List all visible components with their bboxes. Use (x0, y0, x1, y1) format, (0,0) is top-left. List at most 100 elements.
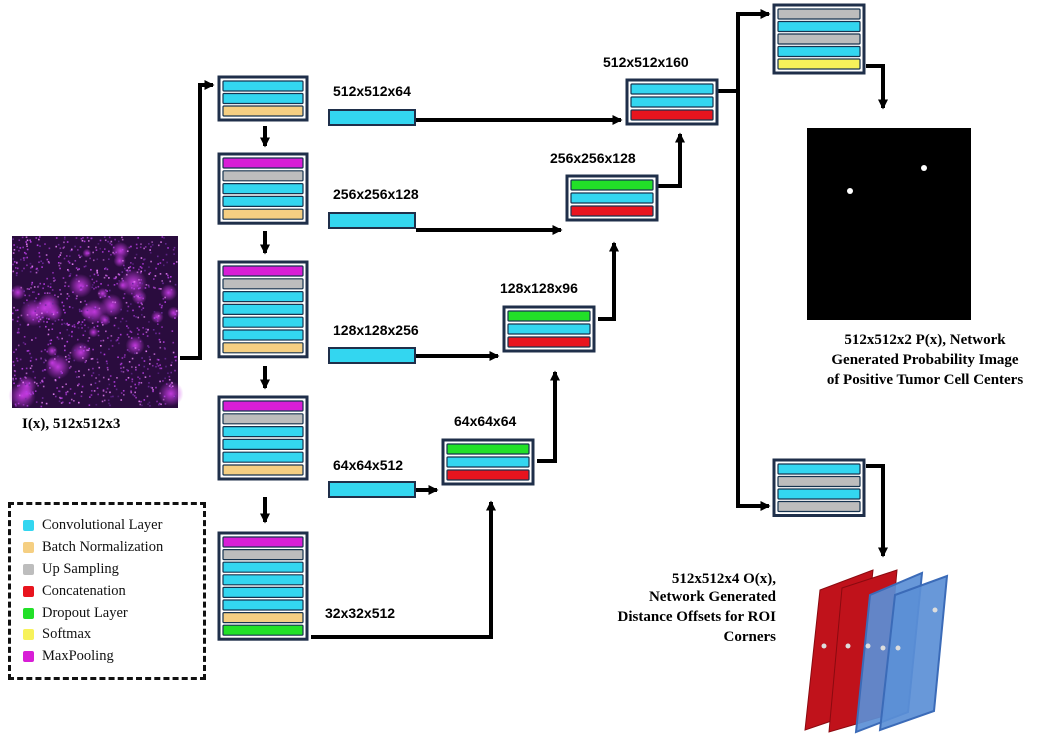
conv-layer (222, 183, 304, 195)
cell-center-dot (921, 165, 927, 171)
skip-label-4: 64x64x512 (333, 457, 403, 473)
concat-layer (630, 109, 714, 121)
batchnorm-layer (222, 611, 304, 624)
batchnorm-layer (222, 464, 304, 476)
input-caption: I(x), 512x512x3 (22, 416, 120, 432)
dropout-layer (446, 443, 530, 455)
legend-label: Convolutional Layer (42, 517, 163, 534)
conv-layer (630, 96, 714, 108)
conv-layer (222, 329, 304, 341)
upsampling-layer (777, 475, 861, 488)
maxpool-layer (222, 265, 304, 277)
conv-layer (222, 92, 304, 105)
legend-swatch (23, 607, 34, 619)
conv-layer (507, 323, 591, 335)
legend-swatch (23, 542, 34, 554)
legend: Convolutional Layer Batch Normalization … (8, 502, 206, 680)
block-frame (217, 531, 309, 641)
decoder-label-1: 64x64x64 (454, 413, 517, 429)
conv-layer (222, 195, 304, 207)
legend-swatch (23, 520, 34, 532)
conv-layer (777, 20, 861, 33)
skip-feature-bar (328, 109, 416, 126)
conv-layer (222, 80, 304, 92)
legend-item-maxpool: MaxPooling (23, 646, 203, 668)
skip-connection-bars (328, 109, 416, 498)
offset-caption-line-3: Distance Offsets for ROI (618, 609, 777, 625)
concat-layer (446, 469, 530, 481)
legend-label: Concatenation (42, 582, 126, 599)
upsampling-layer (777, 500, 861, 513)
conv-layer (446, 456, 530, 468)
dropout-layer (570, 179, 654, 191)
encoder-block-3 (217, 260, 309, 359)
conv-layer (222, 438, 304, 450)
skip-label-5: 32x32x512 (325, 605, 395, 621)
upsampling-layer (222, 548, 304, 561)
conv-layer (777, 488, 861, 500)
probability-output-image (807, 128, 971, 320)
prob-caption-line-1: 512x512x2 P(x), Network (844, 332, 1006, 348)
offset-head-block (772, 458, 866, 517)
decoder-block-2 (502, 305, 596, 353)
conv-layer (222, 586, 304, 599)
maxpool-layer (222, 536, 304, 548)
encoder-block-4 (217, 395, 309, 481)
cell-center-dot (847, 188, 853, 194)
offset-output-arrow (866, 464, 888, 558)
batchnorm-layer (222, 208, 304, 220)
conv-layer (222, 426, 304, 438)
legend-label: Dropout Layer (42, 604, 128, 621)
prob-caption-line-2: Generated Probability Image (831, 352, 1019, 368)
conv-layer (777, 463, 861, 475)
encoder-block-5 (217, 531, 309, 641)
softmax-layer (777, 58, 861, 70)
decoder-label-3: 256x256x128 (550, 150, 636, 166)
batchnorm-layer (222, 342, 304, 354)
upsampling-layer (777, 33, 861, 45)
upsampling-layer (222, 170, 304, 182)
legend-item-dropout: Dropout Layer (23, 602, 203, 624)
offset-caption-line-4: Corners (724, 629, 777, 645)
dropout-layer (222, 624, 304, 636)
offset-caption-line-1: 512x512x4 O(x), (672, 571, 776, 587)
conv-layer (222, 574, 304, 586)
legend-swatch (23, 563, 34, 575)
bottleneck-arrow (311, 500, 496, 639)
legend-item-softmax: Softmax (23, 624, 203, 646)
up-arrow-1 (537, 370, 560, 463)
legend-label: Up Sampling (42, 560, 119, 577)
legend-swatch (23, 651, 34, 663)
arrows (180, 9, 888, 639)
offset-panel-blue-2 (878, 574, 949, 732)
legend-item-batchnorm: Batch Normalization (23, 537, 203, 559)
conv-layer (222, 451, 304, 463)
offset-output-panels (804, 569, 949, 734)
offset-caption-line-2: Network Generated (649, 589, 777, 605)
conv-layer (222, 303, 304, 315)
conv-layer (777, 45, 861, 58)
conv-layer (630, 83, 714, 95)
skip-feature-bar (328, 347, 416, 364)
encoder-block-1 (217, 75, 309, 122)
up-arrow-3 (658, 132, 685, 188)
maxpool-layer (222, 400, 304, 412)
upsampling-layer (222, 278, 304, 290)
probability-head-block (772, 3, 866, 75)
decoder-block-4 (625, 78, 719, 126)
skip-feature-bar (328, 481, 416, 498)
prob-caption-line-3: of Positive Tumor Cell Centers (827, 372, 1024, 388)
conv-layer (222, 599, 304, 611)
upsampling-layer (222, 413, 304, 425)
legend-label: MaxPooling (42, 648, 114, 665)
up-arrow-2 (598, 241, 619, 321)
branch-arrows (718, 12, 769, 508)
legend-label: Softmax (42, 626, 92, 643)
decoder-block-3 (565, 174, 659, 222)
concat-layer (507, 336, 591, 348)
concat-layer (570, 205, 654, 217)
decoder-label-2: 128x128x96 (500, 280, 578, 296)
conv-layer (222, 561, 304, 573)
legend-swatch (23, 629, 34, 641)
